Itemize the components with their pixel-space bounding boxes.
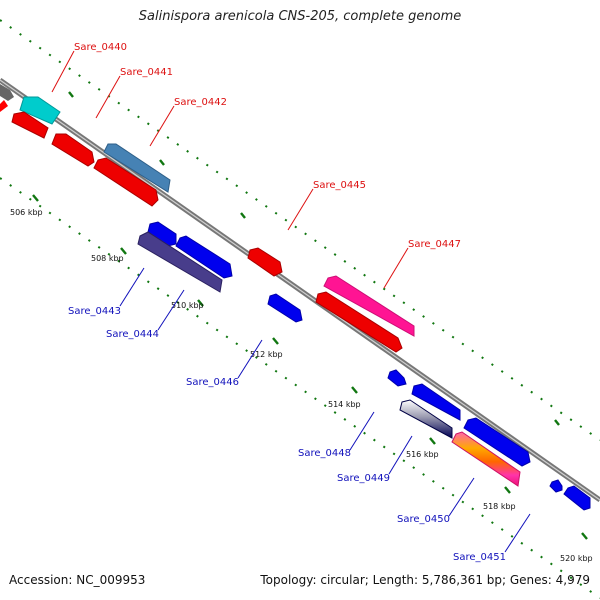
gene-sare-0448-a	[387, 369, 407, 387]
gene-sare-0444	[175, 235, 233, 279]
genome-summary-text: Topology: circular; Length: 5,786,361 bp…	[260, 573, 590, 587]
gene-label-sare-0446: Sare_0446	[186, 377, 239, 388]
gene-sare-0450-a	[463, 417, 531, 467]
gene-red-below-0447	[315, 291, 403, 353]
kbp-label: 516 kbp	[406, 450, 439, 459]
gene-label-sare-0444: Sare_0444	[106, 329, 159, 340]
genome-backbone	[0, 77, 600, 503]
gene-sare-0447	[323, 275, 415, 337]
gene-sare-0440	[19, 96, 61, 125]
gene-red-below-0442	[93, 157, 159, 207]
kbp-labels: 506 kbp 508 kbp 510 kbp 512 kbp 514 kbp …	[10, 208, 593, 563]
gene-sare-0448-b	[411, 383, 461, 421]
kbp-label: 506 kbp	[10, 208, 43, 217]
gene-sare-0443-b	[137, 231, 223, 293]
gene-sare-0445	[247, 247, 283, 277]
gene-sare-0451-b	[563, 485, 591, 511]
gene-label-sare-0449: Sare_0449	[337, 473, 390, 484]
tick-row-outer	[0, 19, 600, 441]
gene-sare-0446	[267, 293, 303, 323]
gene-label-sare-0447: Sare_0447	[408, 239, 461, 250]
gene-sare-0441-b	[51, 133, 95, 167]
gene-label-sare-0441: Sare_0441	[120, 67, 173, 78]
kbp-label: 518 kbp	[483, 502, 516, 511]
gene-sare-0451-a	[549, 479, 563, 493]
kbp-label: 512 kbp	[250, 350, 283, 359]
gene-sare-0441-a	[11, 111, 49, 139]
kbp-label: 510 kbp	[171, 301, 204, 310]
map-title: Salinispora arenicola CNS-205, complete …	[138, 9, 462, 24]
gene-sare-0442	[103, 143, 171, 193]
gene-features	[0, 84, 591, 511]
forward-labels: Sare_0440 Sare_0441 Sare_0442 Sare_0445 …	[51, 42, 461, 289]
tick-row-inner	[0, 177, 600, 599]
reverse-labels: Sare_0443 Sare_0444 Sare_0446 Sare_0448 …	[68, 267, 531, 563]
gene-sare-0450-b	[451, 431, 521, 487]
kbp-label: 520 kbp	[560, 554, 593, 563]
gene-sare-0449	[399, 399, 453, 439]
gene-label-sare-0450: Sare_0450	[397, 514, 450, 525]
gene-label-sare-0451: Sare_0451	[453, 552, 506, 563]
gene-label-sare-0448: Sare_0448	[298, 448, 351, 459]
accession-text: Accession: NC_009953	[9, 573, 146, 587]
gene-label-sare-0443: Sare_0443	[68, 306, 121, 317]
gene-label-sare-0440: Sare_0440	[74, 42, 127, 53]
gene-label-sare-0442: Sare_0442	[174, 97, 227, 108]
kbp-label: 508 kbp	[91, 254, 124, 263]
gene-label-sare-0445: Sare_0445	[313, 180, 366, 191]
kbp-label: 514 kbp	[328, 400, 361, 409]
